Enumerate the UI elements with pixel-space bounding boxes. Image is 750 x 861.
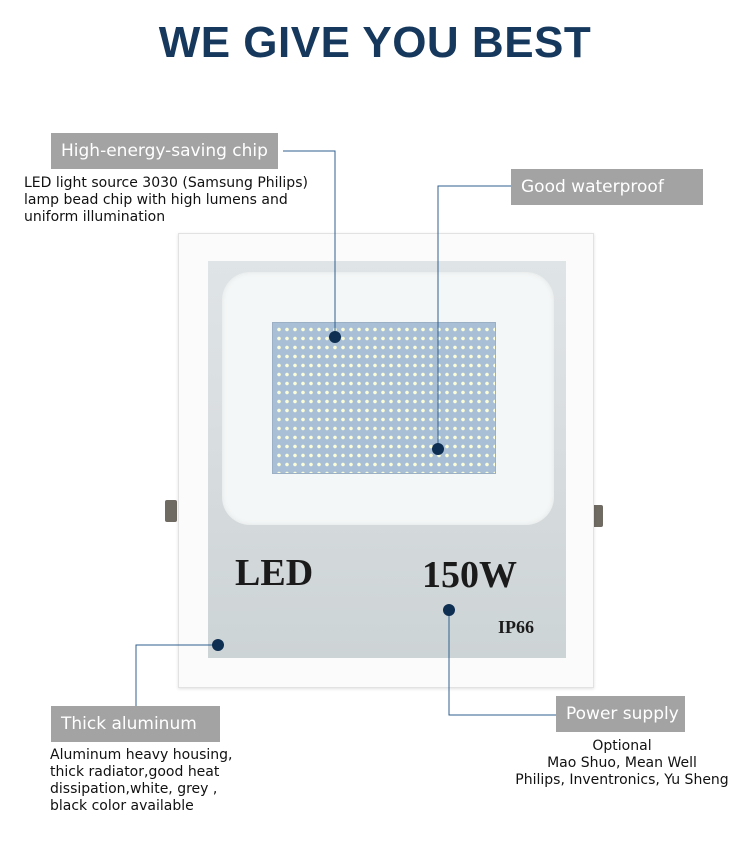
mounting-bolt-left [165, 500, 177, 522]
leader-waterproof [437, 185, 511, 449]
callout-waterproof-label: Good waterproof [511, 169, 703, 205]
callout-chip-line: LED light source 3030 (Samsung Philips) [24, 175, 308, 191]
leader-dot-aluminum [212, 639, 224, 651]
callout-chip-description: LED light source 3030 (Samsung Philips) … [24, 175, 308, 226]
callout-power-description: Optional Mao Shuo, Mean Well Philips, In… [497, 738, 747, 789]
leader-dot-chip [329, 331, 341, 343]
led-chip-array [272, 322, 496, 474]
callout-power-line: Optional [592, 738, 652, 754]
lamp-wattage-text: 150W [422, 554, 517, 596]
leader-aluminum [135, 644, 218, 707]
callout-chip-line: lamp bead chip with high lumens and [24, 192, 288, 208]
callout-aluminum-label: Thick aluminum [51, 706, 220, 742]
leader-dot-power [443, 604, 455, 616]
leader-dot-waterproof [432, 443, 444, 455]
lamp-rating-text: IP66 [498, 617, 534, 637]
callout-power-line: Mao Shuo, Mean Well [547, 755, 697, 771]
leader-power [448, 610, 556, 716]
callout-aluminum-line: thick radiator,good heat [50, 764, 220, 780]
callout-aluminum-description: Aluminum heavy housing, thick radiator,g… [50, 747, 233, 815]
page-headline: WE GIVE YOU BEST [158, 18, 592, 67]
leader-chip [283, 150, 336, 337]
callout-chip-line: uniform illumination [24, 209, 166, 225]
callout-aluminum-line: black color available [50, 798, 194, 814]
mounting-bolt-right [591, 505, 603, 527]
callout-power-line: Philips, Inventronics, Yu Sheng [515, 772, 729, 788]
callout-aluminum-line: dissipation,white, grey , [50, 781, 218, 797]
callout-aluminum-line: Aluminum heavy housing, [50, 747, 233, 763]
callout-chip-label: High-energy-saving chip [51, 133, 278, 169]
lamp-brand-text: LED [235, 552, 314, 594]
callout-power-label: Power supply [556, 696, 685, 732]
